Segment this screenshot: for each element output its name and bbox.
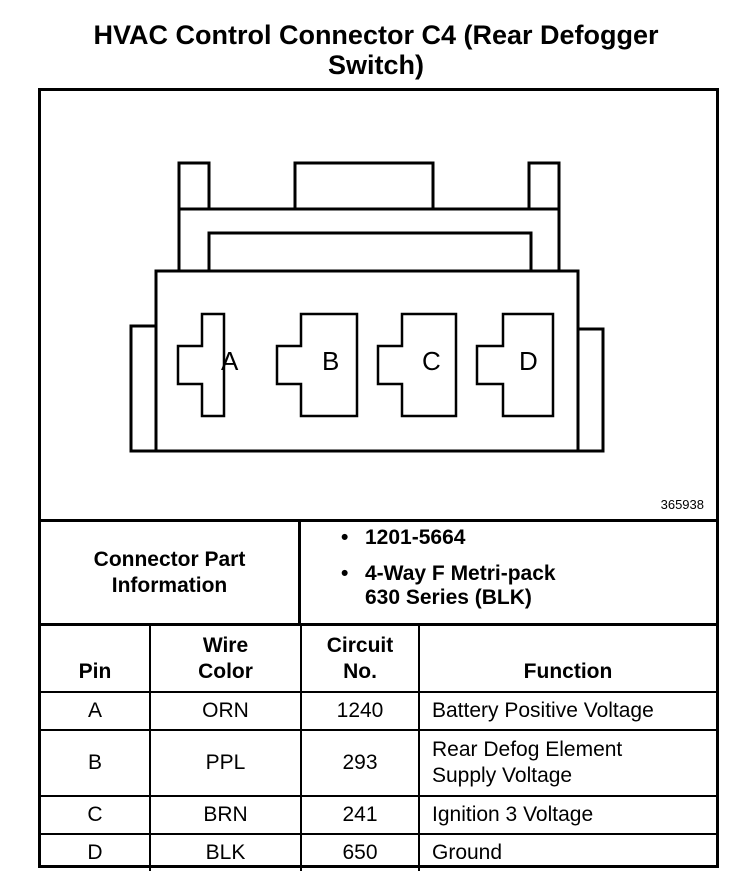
left-ear xyxy=(129,324,156,453)
part-info-item: • 4-Way F Metri-pack 630 Series (BLK) xyxy=(341,562,711,610)
table-row: D BLK 650 Ground xyxy=(41,832,716,871)
header-circuit-no: Circuit No. xyxy=(300,623,420,693)
bullet: • xyxy=(341,526,349,549)
cell-function: Battery Positive Voltage xyxy=(418,690,716,731)
pin-label-c: C xyxy=(422,346,441,376)
title-line-1: HVAC Control Connector C4 (Rear Defogger xyxy=(93,20,659,50)
header-wire-color: Wire Color xyxy=(149,623,302,693)
cell-function: Ignition 3 Voltage xyxy=(418,794,716,835)
part-info-list: • 1201-5664 • 4-Way F Metri-pack 630 Ser… xyxy=(341,526,711,622)
page-title: HVAC Control Connector C4 (Rear Defogger… xyxy=(0,20,752,80)
table-row: C BRN 241 Ignition 3 Voltage xyxy=(41,794,716,835)
cell-circuit: 241 xyxy=(300,794,420,835)
left-latch-tab xyxy=(177,161,211,211)
inner-top xyxy=(207,231,533,271)
connector-diagram: A B C D 365938 xyxy=(41,91,716,519)
connector-sheet: A B C D 365938 Connector Part Informatio… xyxy=(38,88,719,871)
connector-part-info: Connector Part Information • 1201-5664 •… xyxy=(41,519,716,623)
table-header-row: Pin Wire Color Circuit No. Function xyxy=(41,623,716,693)
cell-function: Rear Defog Element Supply Voltage xyxy=(418,728,716,797)
cavity-b xyxy=(275,312,359,418)
pin-cavities xyxy=(176,312,555,418)
cell-pin: C xyxy=(41,794,151,835)
header-pin: Pin xyxy=(41,623,151,693)
part-description: 4-Way F Metri-pack 630 Series (BLK) xyxy=(365,562,556,609)
right-ear xyxy=(578,327,605,453)
pin-label-b: B xyxy=(322,346,340,376)
part-info-label: Connector Part Information xyxy=(41,522,301,623)
part-info-label-line-2: Information xyxy=(111,573,228,597)
cavity-d xyxy=(475,312,555,418)
part-number: 1201-5664 xyxy=(365,526,466,549)
pin-label-d: D xyxy=(519,346,538,376)
bullet: • xyxy=(341,562,349,585)
cavity-c xyxy=(376,312,458,418)
cell-wire-color: BLK xyxy=(149,832,302,871)
cell-pin: B xyxy=(41,728,151,797)
connector-drawing xyxy=(129,161,605,453)
cell-wire-color: ORN xyxy=(149,690,302,731)
cell-wire-color: BRN xyxy=(149,794,302,835)
pin-label-a: A xyxy=(221,346,239,376)
pin-table: Pin Wire Color Circuit No. Function A OR… xyxy=(41,623,716,871)
cell-function: Ground xyxy=(418,832,716,871)
connector-body xyxy=(154,269,580,453)
cell-circuit: 293 xyxy=(300,728,420,797)
header-function: Function xyxy=(418,623,716,693)
right-latch-tab xyxy=(527,161,561,211)
top-lock xyxy=(293,161,435,209)
cell-circuit: 1240 xyxy=(300,690,420,731)
cell-pin: A xyxy=(41,690,151,731)
part-info-label-line-1: Connector Part xyxy=(93,547,246,571)
title-line-2: Switch) xyxy=(327,50,424,80)
part-info-item: • 1201-5664 xyxy=(341,526,711,550)
cell-circuit: 650 xyxy=(300,832,420,871)
figure-number: 365938 xyxy=(660,497,704,512)
cell-wire-color: PPL xyxy=(149,728,302,797)
cell-pin: D xyxy=(41,832,151,871)
top-plate xyxy=(177,207,561,271)
table-row: A ORN 1240 Battery Positive Voltage xyxy=(41,690,716,731)
cavity-a xyxy=(176,312,226,418)
table-row: B PPL 293 Rear Defog Element Supply Volt… xyxy=(41,728,716,797)
